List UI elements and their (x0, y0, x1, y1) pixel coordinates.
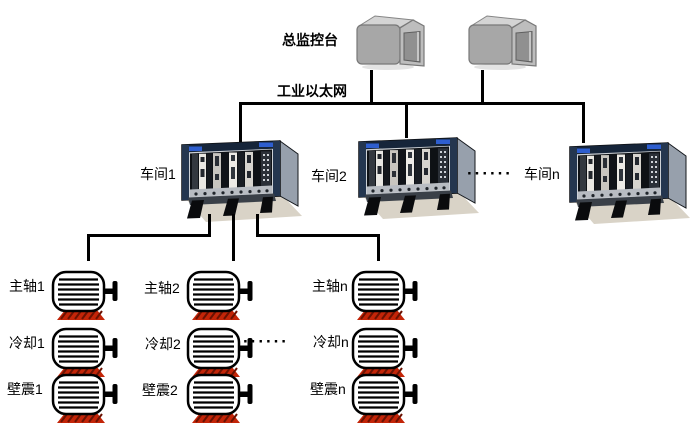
cooling-2-label: 冷却2 (145, 336, 181, 352)
motor-icon (186, 270, 258, 324)
branch-line (256, 214, 259, 237)
branch-line (256, 234, 380, 237)
cooling-1-label: 冷却1 (9, 335, 45, 351)
monitor-icon (466, 11, 540, 71)
branch-line (232, 214, 235, 261)
spindle-1-label: 主轴1 (9, 278, 45, 294)
machines-ellipsis: ······ (243, 332, 289, 351)
connection-line-monitor-2 (481, 70, 484, 104)
motor-icon (351, 270, 423, 324)
industrial-ethernet-label: 工业以太网 (277, 83, 347, 99)
connection-line-monitor-1 (370, 70, 373, 104)
workshop-n-label: 车间n (524, 166, 560, 182)
plc-chassis-icon (174, 129, 304, 226)
motor-icon (351, 373, 423, 427)
vibration-2-label: 壁震2 (142, 382, 178, 398)
spindle-2-label: 主轴2 (144, 280, 180, 296)
monitor-icon (354, 11, 428, 71)
vibration-1-label: 壁震1 (7, 381, 43, 397)
cooling-n-label: 冷却n (313, 334, 349, 350)
connection-line-workshop-n (582, 102, 585, 143)
workshop-2-label: 车间2 (311, 168, 347, 184)
vibration-n-label: 壁震n (310, 381, 346, 397)
branch-line (87, 234, 90, 261)
ethernet-bus-line (239, 102, 585, 105)
branch-line (87, 234, 211, 237)
workshop-1-label: 车间1 (140, 166, 176, 182)
connection-line-workshop-2 (405, 102, 408, 138)
connection-line-workshop-1 (239, 102, 242, 142)
spindle-n-label: 主轴n (312, 278, 348, 294)
motor-icon (186, 373, 258, 427)
plc-chassis-icon (562, 131, 692, 228)
workshops-ellipsis: ······ (467, 164, 513, 183)
branch-line (208, 214, 211, 237)
motor-icon (51, 373, 123, 427)
branch-line (377, 234, 380, 261)
plc-chassis-icon (351, 126, 481, 223)
console-label: 总监控台 (282, 32, 338, 48)
motor-icon (51, 270, 123, 324)
